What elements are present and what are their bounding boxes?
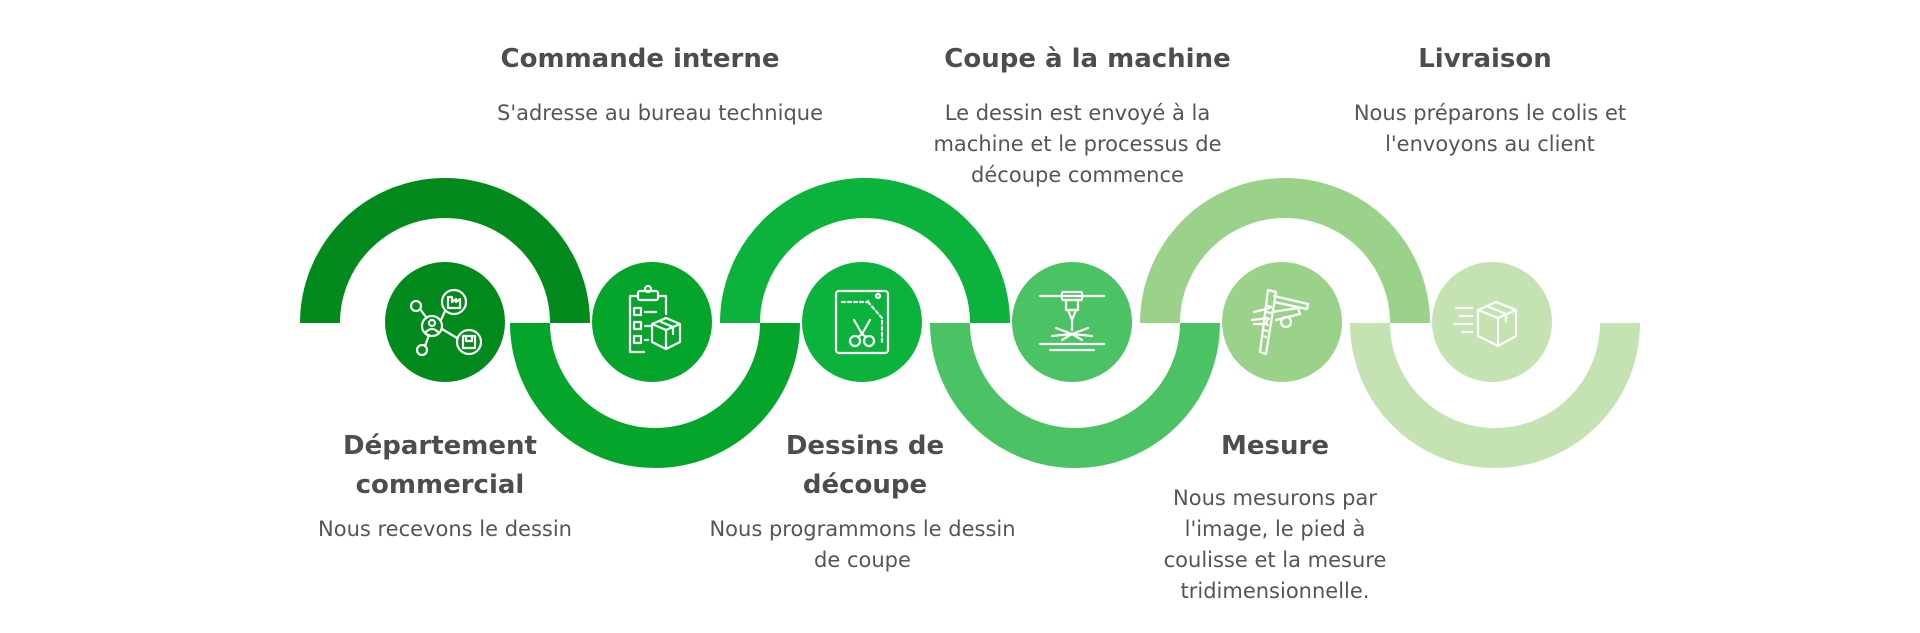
step-1-description: Nous recevons le dessin <box>318 517 572 541</box>
step-4-description: Le dessin est envoyé à la machine et le … <box>933 101 1222 187</box>
step-3-title: Dessins de découpe <box>785 431 945 500</box>
wave-segment-1 <box>300 178 590 324</box>
step-6-title: Livraison <box>1418 44 1552 74</box>
step-6-description: Nous préparons le colis et l'envoyons au… <box>1353 101 1627 156</box>
caliper-icon <box>1222 262 1342 382</box>
step-3-icon <box>802 262 922 382</box>
step-2-title: Commande interne <box>500 44 780 74</box>
step-4-title: Coupe à la machine <box>944 44 1231 74</box>
wave-segment-2 <box>510 322 800 468</box>
step-1-title: Département commercial <box>343 431 537 500</box>
wave-segment-6 <box>1350 322 1640 468</box>
wave-segment-5 <box>1140 178 1430 324</box>
step-4-icon <box>1012 262 1132 382</box>
wave-segment-4 <box>930 322 1220 468</box>
clipboard-box-icon <box>592 262 712 382</box>
step-2-description: S'adresse au bureau technique <box>496 101 824 125</box>
cutting-pattern-icon <box>802 262 922 382</box>
step-2-icon <box>592 262 712 382</box>
step-5-title: Mesure <box>1221 431 1329 461</box>
step-1-icon <box>385 262 505 382</box>
step-3-description: Nous programmons le dessin de coupe <box>709 517 1016 572</box>
step-6-icon <box>1432 262 1552 382</box>
laser-cutter-icon <box>1012 262 1132 382</box>
step-5-description: Nous mesurons par l'image, le pied à cou… <box>1163 486 1387 603</box>
network-people-icon <box>385 262 505 382</box>
wave-segment-3 <box>720 178 1010 324</box>
delivery-box-icon <box>1432 262 1552 382</box>
step-5-icon <box>1222 262 1342 382</box>
